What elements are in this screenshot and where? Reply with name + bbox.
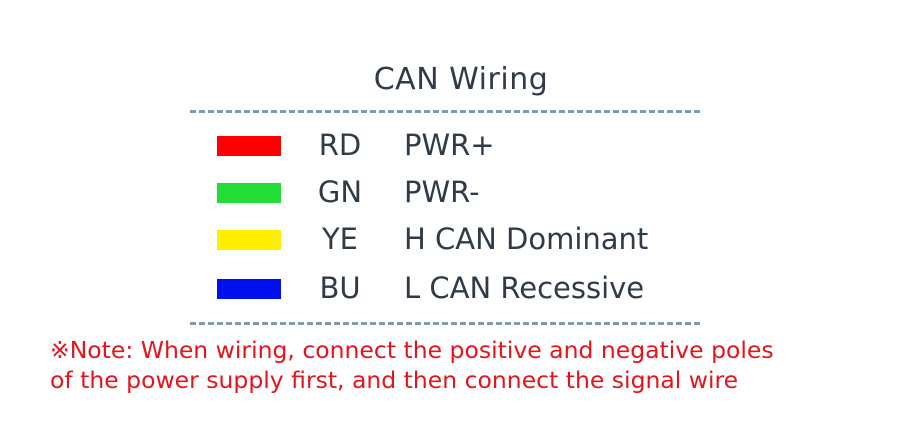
wire-label: PWR- [404, 175, 480, 209]
bottom-divider [190, 322, 700, 325]
color-swatch-blue [217, 279, 281, 299]
wire-label: H CAN Dominant [404, 222, 649, 256]
top-divider [190, 110, 700, 113]
wire-label: PWR+ [404, 128, 495, 162]
color-swatch-red [217, 136, 281, 156]
wire-row-bu: BU L CAN Recessive [0, 267, 900, 315]
wire-row-ye: YE H CAN Dominant [0, 218, 900, 266]
wire-row-rd: RD PWR+ [0, 124, 900, 172]
wire-label: L CAN Recessive [404, 271, 645, 305]
wire-code: YE [321, 222, 359, 256]
wire-code: GN [317, 175, 363, 209]
wire-code: BU [319, 271, 361, 305]
diagram-title: CAN Wiring [373, 62, 549, 97]
note-line-2: of the power supply first, and then conn… [50, 366, 739, 394]
note-line-1: ※Note: When wiring, connect the positive… [50, 336, 774, 364]
wire-row-gn: GN PWR- [0, 171, 900, 219]
wire-code: RD [318, 128, 362, 162]
color-swatch-yellow [217, 230, 281, 250]
color-swatch-green [217, 183, 281, 203]
wiring-note: ※Note: When wiring, connect the positive… [50, 335, 890, 395]
